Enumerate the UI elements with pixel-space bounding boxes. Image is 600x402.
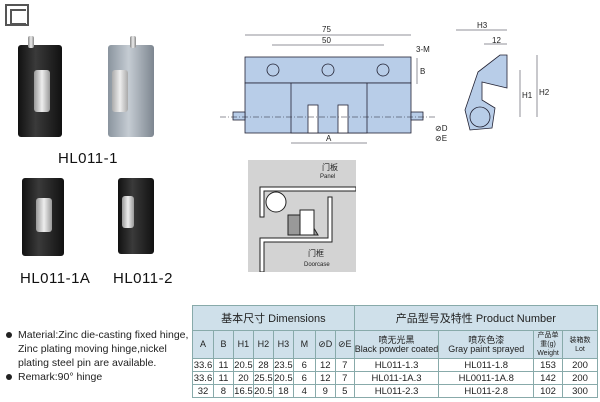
col-weight-en: Weight xyxy=(537,350,559,357)
table-cell: HL011-1.3 xyxy=(353,358,440,372)
table-cell: 6 xyxy=(292,358,316,372)
table-cell: 300 xyxy=(562,384,598,398)
col-lot-cn: 装箱数 xyxy=(569,336,591,344)
dim-h1: H1 xyxy=(522,91,533,100)
col-black-cn: 喷无光黑 xyxy=(378,334,415,345)
table-cell: 7 xyxy=(334,358,355,372)
table-cell: 153 xyxy=(533,358,563,372)
table-cell: 12 xyxy=(314,371,336,385)
dim-3m: 3-M xyxy=(416,45,430,54)
table-cell: HL011-2.8 xyxy=(438,384,535,398)
table-cell: HL011-1A.3 xyxy=(353,371,440,385)
table-cell: 16.5 xyxy=(232,384,254,398)
panel-label-en: Panel xyxy=(320,174,335,180)
table-cell: 6 xyxy=(292,371,316,385)
col-gray-cn: 喷灰色漆 xyxy=(468,334,505,345)
col-d: ⊘D xyxy=(314,330,336,359)
col-b: B xyxy=(212,330,234,359)
brand-logo xyxy=(5,4,29,26)
col-e: ⊘E xyxy=(334,330,355,359)
dim-12: 12 xyxy=(492,36,501,45)
col-black-en: Black powder coated xyxy=(354,343,439,354)
table-cell: HL011-2.3 xyxy=(353,384,440,398)
col-m: M xyxy=(292,330,316,359)
dim-h3: H3 xyxy=(477,21,488,30)
table-cell: 20.5 xyxy=(252,384,274,398)
table-cell: HL0011-1A.8 xyxy=(438,371,535,385)
table-cell: 200 xyxy=(562,371,598,385)
col-weight: 产品单重(g) Weight xyxy=(533,330,563,359)
col-gray-en: Gray paint sprayed xyxy=(448,343,525,354)
header-product-number: 产品型号及特性 Product Number xyxy=(353,305,599,331)
col-a: A xyxy=(192,330,214,359)
table-cell: 20.5 xyxy=(232,358,254,372)
col-weight-cn: 产品单重(g) xyxy=(537,332,559,348)
table-cell: 9 xyxy=(314,384,336,398)
note-material: Material:Zinc die-casting fixed hinge, Z… xyxy=(6,328,191,370)
doorcase-label-cn: 门框 xyxy=(308,248,324,258)
table-cell: HL011-1.8 xyxy=(438,358,535,372)
dim-h2: H2 xyxy=(539,88,550,97)
panel-label-cn: 门板 xyxy=(322,162,338,172)
col-h3: H3 xyxy=(272,330,294,359)
model-label-hl011-2: HL011-2 xyxy=(113,270,173,287)
table-cell: 33.6 xyxy=(192,358,214,372)
dim-b: B xyxy=(420,67,425,76)
table-cell: 32 xyxy=(192,384,214,398)
dim-a: A xyxy=(326,134,332,143)
table-cell: 8 xyxy=(212,384,234,398)
installation-diagram: 门板 Panel 门框 Doorcase xyxy=(248,160,356,272)
table-cell: 20 xyxy=(232,371,254,385)
table-cell: 25.5 xyxy=(252,371,274,385)
spec-table: 基本尺寸 Dimensions 产品型号及特性 Product Number A… xyxy=(192,305,599,398)
table-cell: 18 xyxy=(272,384,294,398)
table-cell: 7 xyxy=(334,371,355,385)
table-cell: 23.5 xyxy=(272,358,294,372)
dim-75: 75 xyxy=(322,25,331,34)
table-cell: 4 xyxy=(292,384,316,398)
dim-50: 50 xyxy=(322,36,331,45)
technical-drawing: 75 50 3-M B A H3 12 H1 H2 ⊘D ⊘E xyxy=(220,21,550,144)
table-cell: 11 xyxy=(212,358,234,372)
model-label-hl011-1a: HL011-1A xyxy=(20,270,91,287)
dim-e: ⊘E xyxy=(435,134,447,143)
product-notes: Material:Zinc die-casting fixed hinge, Z… xyxy=(6,328,191,384)
table-cell: 28 xyxy=(252,358,274,372)
table-cell: 5 xyxy=(334,384,355,398)
table-cell: 33.6 xyxy=(192,371,214,385)
doorcase-label-en: Doorcase xyxy=(304,262,330,268)
table-cell: 20.5 xyxy=(272,371,294,385)
header-dimensions: 基本尺寸 Dimensions xyxy=(192,305,355,331)
col-h2: H2 xyxy=(252,330,274,359)
table-cell: 142 xyxy=(533,371,563,385)
col-h1: H1 xyxy=(232,330,254,359)
dim-d: ⊘D xyxy=(435,124,448,133)
table-cell: 102 xyxy=(533,384,563,398)
table-cell: 12 xyxy=(314,358,336,372)
model-label-hl011-1: HL011-1 xyxy=(58,150,118,167)
note-remark: Remark:90° hinge xyxy=(6,370,191,384)
table-cell: 200 xyxy=(562,358,598,372)
col-lot-en: Lot xyxy=(575,345,585,353)
table-cell: 11 xyxy=(212,371,234,385)
